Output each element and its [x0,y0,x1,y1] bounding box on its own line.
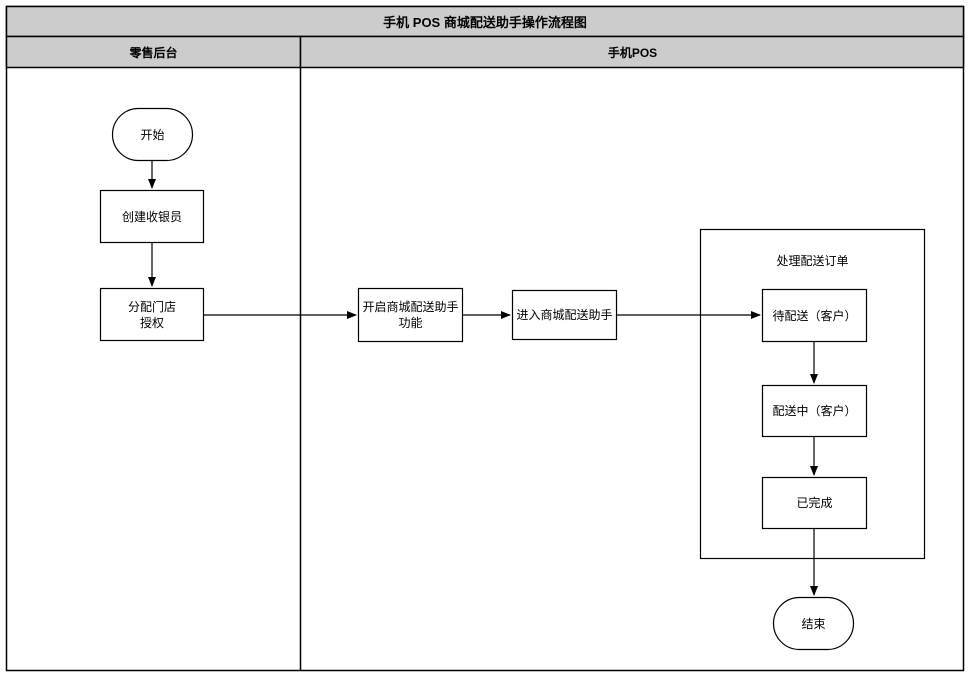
node-completed-shape[interactable] [761,476,868,530]
node-end-shape[interactable] [772,596,855,651]
node-assign-store-auth-shape[interactable] [99,287,205,342]
group-process-delivery-orders [699,228,926,560]
group-label-process-delivery-orders: 处理配送订单 [776,253,849,268]
page-title: 手机 POS 商城配送助手操作流程图 [383,15,587,30]
title-bar [5,5,965,38]
lane-header-retail-backend [5,35,302,69]
lane-header-mobile-pos [299,35,965,69]
node-enable-delivery-assistant-shape[interactable] [357,287,464,343]
node-start-shape[interactable] [111,107,194,162]
node-in-delivery-shape[interactable] [761,384,868,438]
lane-header-label-retail-backend: 零售后台 [129,46,178,60]
lane-header-label-mobile-pos: 手机POS [607,46,658,60]
node-create-cashier-shape[interactable] [99,189,205,244]
node-pending-delivery-shape[interactable] [761,288,868,343]
node-enter-delivery-assistant-shape[interactable] [511,289,618,341]
